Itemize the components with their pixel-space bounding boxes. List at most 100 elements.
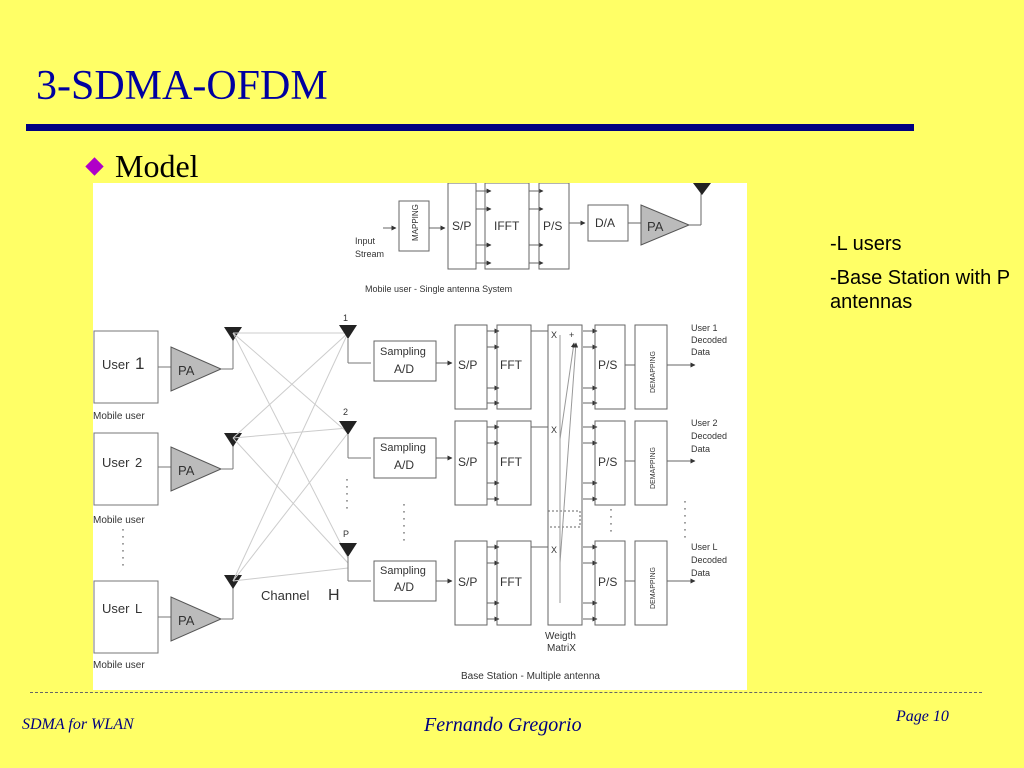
footer-left: SDMA for WLAN [22, 716, 134, 733]
tx-sp-block [447, 183, 477, 270]
rx-2-sampling-label-1: Sampling [380, 442, 426, 454]
rx-1-output-3: Data [691, 347, 710, 357]
rx-2-output-3: Data [691, 444, 710, 454]
user-1-caption: Mobile user [93, 411, 145, 422]
rx-2-sp-block [454, 420, 488, 506]
rx-2-demapping-label: DEMAPPING [650, 447, 657, 489]
bullet-text: Model [115, 148, 199, 184]
rx-1-sampling-block [373, 340, 437, 382]
base-station-caption: Base Station - Multiple antenna [461, 671, 600, 682]
rx-1-sp-block [454, 324, 488, 410]
channel-symbol: H [328, 587, 340, 604]
bs-antenna-p-icon [339, 543, 357, 557]
diamond-bullet-icon [85, 157, 104, 176]
note-l-users: -L users [830, 233, 902, 255]
rx-l-demapping-label: DEMAPPING [650, 567, 657, 609]
da-label: D/A [595, 216, 615, 230]
slide-title: 3-SDMA-OFDM [36, 63, 328, 109]
user-2-box [93, 432, 159, 506]
rx-l-ps-block [594, 540, 626, 626]
tx-sp-label: S/P [452, 219, 471, 233]
bs-antennas: 1 2 ····· P [339, 313, 371, 582]
rx-2-demapping-block [634, 420, 668, 506]
rx-1-demapping-label: DEMAPPING [650, 351, 657, 393]
antenna-1-label: 1 [343, 313, 348, 323]
rx-l-sp-block [454, 540, 488, 626]
user-2-prefix: User [102, 455, 130, 470]
rx-l-output-3: Data [691, 568, 710, 578]
mapping-block [398, 200, 430, 252]
user-2-antenna-icon [224, 433, 242, 447]
tx-caption: Mobile user - Single antenna System [365, 284, 512, 294]
rx-ellipsis-ps: ···· [609, 502, 613, 537]
rx-1-fft-block [496, 324, 532, 410]
rx-ellipsis-sampling: ······ [402, 497, 406, 546]
user-2-caption: Mobile user [93, 515, 145, 526]
rx-l-ps-label: P/S [598, 575, 617, 589]
block-diagram-svg: Input Stream MAPPING S/P IFFT P/S D/A PA… [93, 183, 727, 682]
user-1-number: 1 [135, 354, 144, 373]
tx-antenna-icon [693, 183, 711, 195]
tx-pa-label: PA [647, 219, 664, 234]
footer-rule [30, 692, 982, 693]
user-l-number: L [135, 601, 142, 616]
user-2-pa-label: PA [178, 463, 195, 478]
rx-ellipsis-output: ······ [683, 494, 687, 543]
rx-l-fft-block [496, 540, 532, 626]
user-l-caption: Mobile user [93, 660, 145, 671]
mapping-label: MAPPING [411, 204, 420, 241]
rx-l-output-1: User L [691, 542, 718, 552]
antenna-p-label: P [343, 529, 349, 539]
rx-1-demapping-block [634, 324, 668, 410]
rx-1-ps-label: P/S [598, 358, 617, 372]
rx-l-sampling-label-2: A/D [394, 580, 414, 594]
channel-label: Channel [261, 588, 310, 603]
rx-l-sp-label: S/P [458, 575, 477, 589]
rx-1-plus-label: + [569, 330, 574, 340]
user-1-pa-label: PA [178, 363, 195, 378]
users-ellipsis: ······ [121, 522, 125, 571]
rx-1-x-label: X [551, 330, 557, 340]
side-notes: -L users -Base Station with P antennas [830, 232, 1010, 324]
rx-l-x-label: X [551, 545, 557, 555]
rx-2-sampling-label-2: A/D [394, 458, 414, 472]
weight-matrix-block [547, 324, 583, 626]
tx-ps-label: P/S [543, 219, 562, 233]
rx-2-fft-label: FFT [500, 455, 523, 469]
rx-2-output-2: Decoded [691, 431, 727, 441]
bs-antenna-1-icon [339, 325, 357, 339]
user-2-number: 2 [135, 455, 142, 470]
receiver-chains: Sampling A/D S/P FFT X + P/S DEMAPPING U… [373, 323, 727, 654]
rx-1-output-1: User 1 [691, 323, 718, 333]
user-l-antenna-icon [224, 575, 242, 589]
rx-1-ps-block [594, 324, 626, 410]
user-1-prefix: User [102, 357, 130, 372]
title-underline [26, 124, 914, 131]
rx-1-fft-label: FFT [500, 358, 523, 372]
user-l-prefix: User [102, 601, 130, 616]
rx-2-ps-label: P/S [598, 455, 617, 469]
rx-1-sampling-label-2: A/D [394, 362, 414, 376]
mobile-users: User 1 Mobile user PA User 2 Mobile user… [93, 327, 242, 671]
weight-matrix-label-2: MatriX [547, 643, 576, 654]
antennas-ellipsis: ····· [345, 472, 349, 514]
user-1-pa-triangle [170, 346, 223, 392]
rx-1-sp-label: S/P [458, 358, 477, 372]
user-l-box [93, 580, 159, 654]
user-l-pa-label: PA [178, 613, 195, 628]
bs-antenna-2-icon [339, 421, 357, 435]
transmitter-chain: Input Stream MAPPING S/P IFFT P/S D/A PA… [355, 183, 711, 294]
rx-l-fft-label: FFT [500, 575, 523, 589]
tx-ps-block [538, 183, 570, 270]
ifft-label: IFFT [494, 219, 520, 233]
user-l-pa-triangle [170, 596, 223, 642]
rx-2-fft-block [496, 420, 532, 506]
weight-matrix-label-1: Weigth [545, 631, 576, 642]
input-stream-label-2: Stream [355, 249, 384, 259]
rx-2-ps-block [594, 420, 626, 506]
user-2-pa-triangle [170, 446, 223, 492]
rx-1-output-2: Decoded [691, 335, 727, 345]
rx-l-demapping-block [634, 540, 668, 626]
footer-author: Fernando Gregorio [424, 714, 582, 736]
input-stream-label-1: Input [355, 236, 376, 246]
